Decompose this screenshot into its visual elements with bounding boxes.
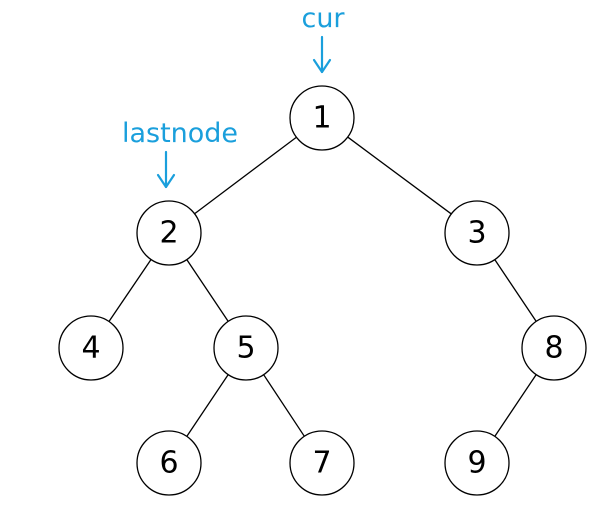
- pointer-arrow-icon: [156, 173, 176, 189]
- edge-2-4: [108, 259, 152, 322]
- node-label: 1: [312, 101, 331, 136]
- node-label: 8: [544, 331, 563, 366]
- tree-node-1: 1: [289, 85, 355, 151]
- node-label: 3: [467, 216, 486, 251]
- node-circle: [521, 315, 587, 381]
- node-circle: [444, 200, 510, 266]
- tree-node-3: 3: [444, 200, 510, 266]
- tree-node-8: 8: [521, 315, 587, 381]
- edge-8-9: [494, 374, 537, 437]
- pointer-cur: cur: [301, 3, 345, 74]
- tree-node-7: 7: [289, 430, 355, 496]
- pointer-label: lastnode: [122, 118, 238, 149]
- pointer-label: cur: [301, 3, 345, 34]
- pointer-lastnode: lastnode: [122, 118, 238, 189]
- edge-5-6: [186, 374, 229, 437]
- node-label: 9: [467, 446, 486, 481]
- edge-5-7: [263, 374, 305, 437]
- nodes-layer: 1 2 3 4 5 6 7 8 9: [58, 85, 587, 496]
- node-label: 4: [81, 331, 100, 366]
- tree-node-4: 4: [58, 315, 124, 381]
- tree-node-9: 9: [444, 430, 510, 496]
- node-circle: [213, 315, 279, 381]
- node-label: 7: [312, 446, 331, 481]
- node-circle: [444, 430, 510, 496]
- tree-node-2: 2: [136, 200, 202, 266]
- edge-3-8: [494, 259, 537, 322]
- node-circle: [289, 430, 355, 496]
- node-label: 2: [159, 216, 178, 251]
- node-circle: [58, 315, 124, 381]
- node-label: 5: [236, 331, 255, 366]
- pointers-layer: cur lastnode: [122, 3, 345, 189]
- tree-node-6: 6: [136, 430, 202, 496]
- edge-1-2: [194, 136, 297, 215]
- tree-node-5: 5: [213, 315, 279, 381]
- node-circle: [136, 430, 202, 496]
- edges-layer: [108, 136, 537, 437]
- pointer-arrow-icon: [312, 58, 332, 74]
- node-label: 6: [159, 446, 178, 481]
- edge-1-3: [347, 136, 452, 215]
- edge-2-5: [186, 259, 229, 322]
- node-circle: [289, 85, 355, 151]
- node-circle: [136, 200, 202, 266]
